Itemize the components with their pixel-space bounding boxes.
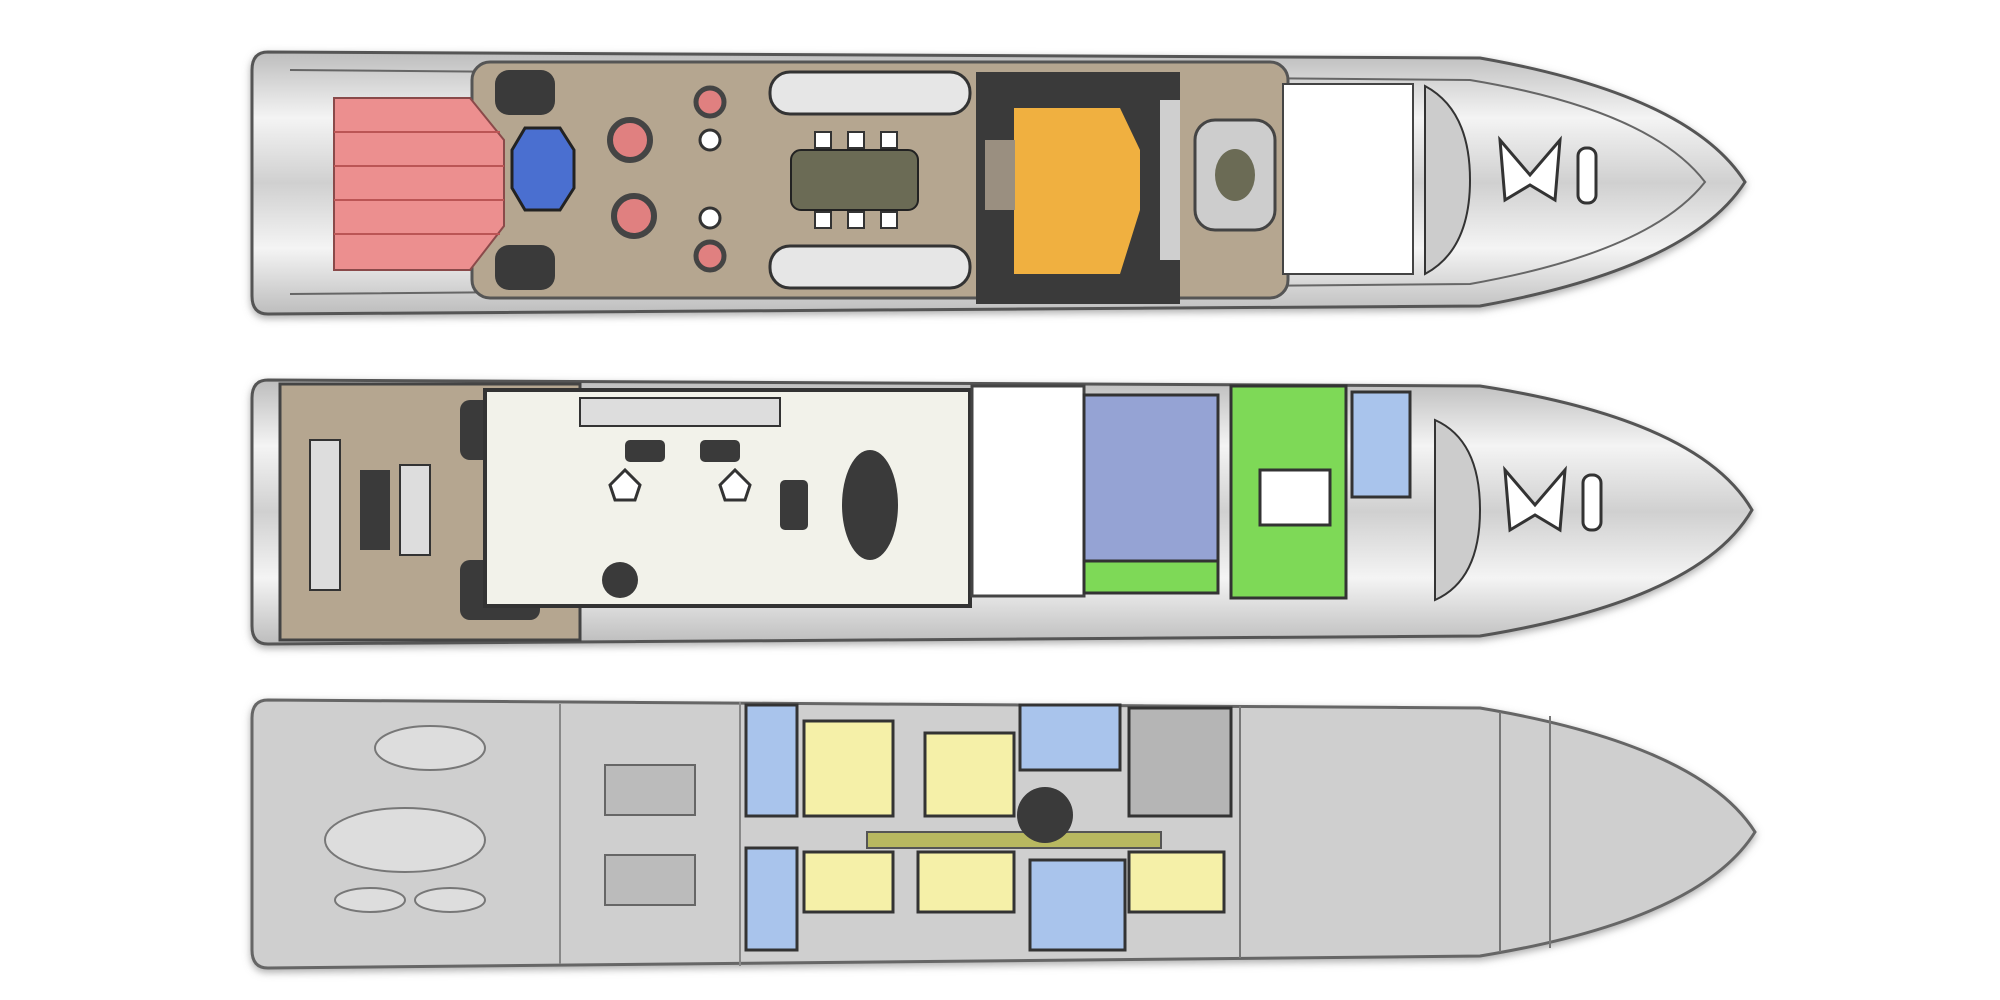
dining-chairs — [814, 131, 898, 229]
tender — [324, 807, 486, 873]
forward-table — [1215, 149, 1255, 201]
guest-cabin — [802, 850, 895, 914]
coffee-table — [700, 440, 740, 462]
bow-windlass — [1434, 418, 1482, 602]
aft-chairs — [399, 464, 431, 556]
crew-cabin — [1127, 706, 1233, 818]
guest-cabin — [802, 719, 895, 818]
engine — [604, 854, 696, 906]
guest-cabin — [923, 731, 1016, 818]
saloon-sofa — [579, 397, 781, 427]
jet-ski — [334, 887, 406, 913]
bath — [1018, 703, 1122, 772]
engine — [604, 764, 696, 816]
wheelhouse — [1014, 108, 1140, 274]
owner-bed — [1258, 468, 1332, 527]
aft-seat-bottom — [495, 245, 555, 290]
armchair — [718, 467, 752, 502]
forward-sunpad — [1282, 83, 1414, 275]
sun-deck-inner-line — [289, 69, 1707, 295]
stool — [698, 128, 722, 152]
sun-deck — [250, 50, 1747, 316]
jacuzzi — [510, 126, 576, 212]
aft-seat-top — [495, 70, 555, 115]
hatch — [1576, 146, 1598, 205]
bath — [1028, 858, 1127, 952]
helm-console — [1160, 100, 1180, 260]
main-dining-table — [842, 450, 898, 560]
spiral-stair — [1017, 787, 1073, 843]
bow-windlass — [1424, 84, 1472, 276]
aft-sofa — [309, 439, 341, 591]
guest-cabin — [916, 850, 1016, 914]
awning-bottom — [768, 244, 972, 290]
bath — [744, 703, 799, 818]
awning-top — [768, 70, 972, 116]
owner-bath — [1350, 390, 1412, 499]
aft-table — [360, 470, 390, 550]
coffee-table — [625, 440, 665, 462]
crew-cabin — [1127, 850, 1226, 914]
sunpad — [333, 97, 505, 271]
round-seat — [607, 117, 653, 163]
lower-deck — [250, 698, 1757, 970]
stool — [698, 206, 722, 230]
main-deck — [250, 378, 1754, 646]
sunpad-cushion — [333, 97, 505, 271]
anchor-icon — [1498, 135, 1562, 203]
dining-table — [790, 149, 919, 211]
jet-ski — [414, 887, 486, 913]
tender — [374, 725, 486, 771]
armchair — [608, 467, 642, 502]
round-seat — [611, 193, 657, 239]
bar-unit — [780, 480, 808, 530]
bath — [744, 846, 799, 952]
lobby — [970, 384, 1086, 598]
card-table — [602, 562, 638, 598]
hatch — [1581, 473, 1603, 532]
round-seat — [693, 239, 727, 273]
green-strip — [1082, 559, 1220, 595]
anchor-icon — [1503, 465, 1567, 533]
stair — [985, 140, 1015, 210]
blue-room — [1082, 393, 1220, 563]
round-seat — [693, 85, 727, 119]
corridor — [866, 831, 1162, 849]
